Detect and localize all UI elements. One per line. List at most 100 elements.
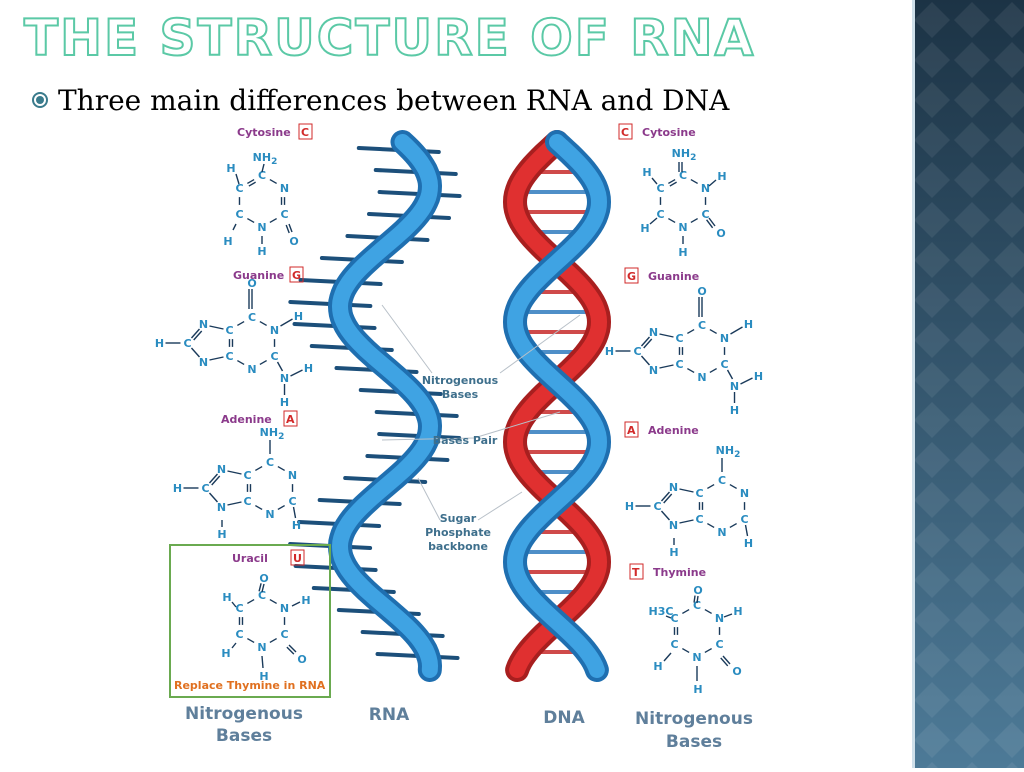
bond — [269, 637, 277, 644]
svg-text:Bases: Bases — [442, 388, 479, 401]
bond — [669, 181, 677, 187]
bond — [277, 504, 285, 511]
base-letter: G — [627, 270, 636, 283]
bond — [682, 647, 690, 654]
atom-label: N — [701, 182, 710, 195]
base-name: Guanine — [648, 270, 699, 283]
atom-label: C — [633, 345, 641, 358]
leader-lines — [381, 304, 581, 521]
bond — [259, 359, 267, 366]
atom-label: H — [605, 345, 614, 358]
label-bases-pair: Bases Pair — [433, 434, 498, 447]
bond — [707, 483, 715, 490]
atom-label: N — [715, 612, 724, 625]
caption-right-nitrogenous-bases: Nitrogenous Bases — [635, 709, 753, 752]
bond — [693, 595, 696, 603]
bond — [687, 367, 695, 374]
base-thymine-right: T Thymine — [629, 563, 706, 580]
bond — [690, 217, 698, 224]
bond — [269, 178, 277, 185]
base-letter: T — [632, 566, 640, 579]
bond — [720, 657, 729, 667]
atom-label: N — [199, 318, 208, 331]
atom-label: O — [732, 665, 741, 678]
caption-dna: DNA — [543, 708, 585, 728]
atom-label: H — [223, 235, 232, 248]
atom-label: C — [701, 208, 709, 221]
atom-label: C — [675, 358, 683, 371]
atom-label: O — [693, 584, 702, 597]
atom-label: C — [675, 332, 683, 345]
bond — [659, 333, 674, 338]
base-letter: U — [293, 552, 302, 565]
atom-label: N — [217, 463, 226, 476]
bond — [668, 178, 676, 185]
bond — [269, 217, 277, 224]
bond — [227, 470, 242, 475]
bond — [640, 355, 651, 366]
bond — [237, 320, 245, 327]
atom-label: H — [653, 660, 662, 673]
caption-rna: RNA — [369, 705, 410, 725]
atom-label: C — [698, 319, 706, 332]
bond — [247, 217, 255, 224]
atom-label: N — [257, 221, 266, 234]
bond — [744, 524, 749, 537]
atom-label: C — [248, 311, 256, 324]
atom-label: NH2 — [253, 151, 278, 167]
bond — [237, 359, 245, 366]
atom-label: N — [288, 469, 297, 482]
atom-label: C — [670, 638, 678, 651]
bond — [276, 361, 284, 372]
atom-label: O — [247, 277, 256, 290]
bond — [640, 336, 651, 347]
bond — [231, 601, 237, 608]
bond — [709, 367, 717, 374]
atom-label: O — [716, 227, 725, 240]
bond — [211, 475, 221, 486]
atom-label: C — [718, 474, 726, 487]
svg-text:Bases: Bases — [216, 726, 272, 746]
atom-label: C — [693, 599, 701, 612]
bond — [248, 181, 256, 187]
atom-label: H — [226, 162, 235, 175]
bond — [261, 163, 265, 173]
atom-label: N — [678, 221, 687, 234]
atom-label: C — [235, 208, 243, 221]
base-letter: A — [627, 424, 636, 437]
base-guanine-left: Guanine G — [233, 266, 304, 283]
atom-label: C — [670, 612, 678, 625]
atom-label: H — [292, 519, 301, 532]
atom-label: H — [217, 528, 226, 541]
atom-label: N — [649, 364, 658, 377]
atom-label: C — [280, 628, 288, 641]
bond — [740, 377, 753, 385]
atom-label: C — [695, 487, 703, 500]
circle-bullet-icon — [32, 92, 48, 108]
bond — [290, 369, 303, 377]
atom-label: C — [183, 337, 191, 350]
bond — [259, 320, 267, 327]
base-letter: C — [301, 126, 309, 139]
rna-backbone — [331, 134, 439, 678]
base-name: Adenine — [221, 413, 272, 426]
atom-label: H — [678, 246, 687, 259]
atom-label: H — [669, 546, 678, 559]
dna-double-strand-helix — [502, 130, 612, 682]
atom-label: H — [744, 318, 753, 331]
atom-label: C — [656, 182, 664, 195]
decorative-sidebar — [912, 0, 1024, 768]
atom-label: C — [235, 602, 243, 615]
atom-label: N — [697, 371, 706, 384]
atom-label: H — [259, 670, 268, 683]
bond — [709, 328, 717, 335]
bullet-item: Three main differences between RNA and D… — [32, 80, 729, 120]
svg-text:Nitrogenous: Nitrogenous — [635, 709, 753, 729]
diamond-pattern — [912, 0, 1024, 768]
bond — [660, 510, 671, 521]
bond — [193, 330, 203, 341]
bond — [707, 522, 715, 529]
atom-label: N — [217, 501, 226, 514]
atom-label: H — [301, 594, 310, 607]
